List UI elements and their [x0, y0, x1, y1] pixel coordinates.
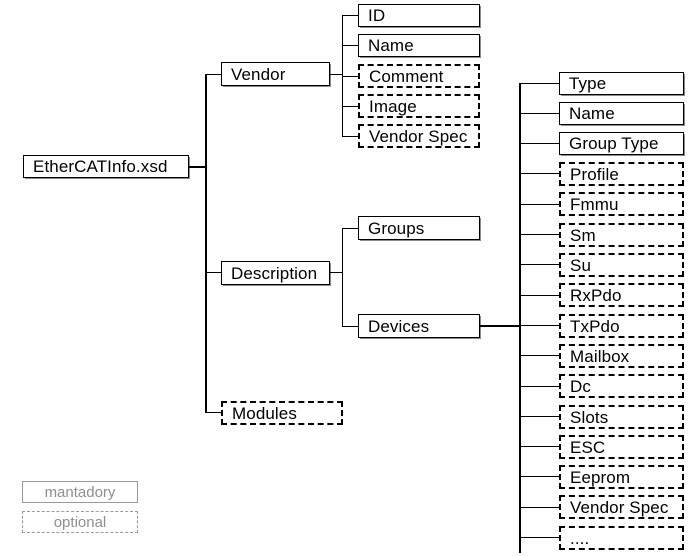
node-device-esc[interactable]: ESC	[559, 435, 684, 459]
legend-mandatory: mantadory	[22, 481, 138, 503]
connector-devices-fmmu	[519, 204, 559, 205]
node-device-name[interactable]: Name	[559, 102, 684, 125]
connector-devices-mailbox	[519, 355, 559, 356]
connector-level1-trunk	[205, 74, 207, 413]
connector-vendor-comment	[342, 76, 358, 77]
node-device-su[interactable]: Su	[559, 253, 684, 277]
connector-trunk-modules	[205, 412, 221, 413]
node-device-slots[interactable]: Slots	[559, 405, 684, 429]
connector-devices-trunk	[519, 83, 521, 553]
node-vendor-image[interactable]: Image	[358, 94, 480, 118]
connector-devices-profile	[519, 173, 559, 174]
connector-vendor-vendorspec	[342, 136, 358, 137]
node-device-profile[interactable]: Profile	[559, 162, 684, 186]
node-vendor-id[interactable]: ID	[358, 4, 480, 27]
connector-description-devices	[342, 326, 358, 327]
legend-optional: optional	[22, 511, 138, 533]
connector-devices-txpdo	[519, 325, 559, 326]
node-device-more[interactable]: ....	[559, 526, 684, 550]
connector-devices-vendorspec	[519, 507, 559, 508]
connector-vendor-name	[342, 45, 358, 46]
connector-trunk-vendor	[205, 74, 221, 75]
connector-description-groups	[342, 228, 358, 229]
node-vendor-name[interactable]: Name	[358, 34, 480, 57]
connector-devices-slots	[519, 416, 559, 417]
connector-devices-grouptype	[519, 143, 559, 144]
node-device-mailbox[interactable]: Mailbox	[559, 344, 684, 368]
connector-description-stub	[330, 272, 342, 273]
node-root[interactable]: EtherCATInfo.xsd	[23, 155, 189, 178]
connector-devices-more	[519, 537, 559, 538]
node-vendor-comment[interactable]: Comment	[358, 64, 480, 88]
connector-devices-sm	[519, 234, 559, 235]
connector-devices-name	[519, 113, 559, 114]
connector-devices-su	[519, 264, 559, 265]
node-vendor[interactable]: Vendor	[221, 62, 330, 86]
node-device-txpdo[interactable]: TxPdo	[559, 314, 684, 338]
node-device-rxpdo[interactable]: RxPdo	[559, 283, 684, 307]
node-device-eeprom[interactable]: Eeprom	[559, 465, 684, 489]
connector-devices-esc	[519, 446, 559, 447]
connector-root-stub	[189, 166, 206, 168]
node-device-vendorspec[interactable]: Vendor Spec	[559, 495, 684, 519]
connector-devices-eeprom	[519, 476, 559, 477]
node-device-grouptype[interactable]: Group Type	[559, 132, 684, 155]
node-device-sm[interactable]: Sm	[559, 223, 684, 247]
node-groups[interactable]: Groups	[358, 216, 480, 240]
connector-vendor-image	[342, 106, 358, 107]
node-devices[interactable]: Devices	[358, 314, 480, 338]
connector-description-trunk	[342, 228, 343, 327]
node-device-type[interactable]: Type	[559, 72, 684, 95]
connector-devices-dc	[519, 386, 559, 387]
node-vendor-vendorspec[interactable]: Vendor Spec	[358, 124, 480, 148]
connector-trunk-description	[205, 272, 221, 273]
connector-vendor-id	[342, 15, 358, 16]
node-device-dc[interactable]: Dc	[559, 374, 684, 398]
node-description[interactable]: Description	[221, 261, 330, 285]
node-device-fmmu[interactable]: Fmmu	[559, 192, 684, 216]
connector-vendor-stub	[330, 74, 342, 75]
connector-devices-type	[519, 83, 559, 84]
connector-devices-rxpdo	[519, 295, 559, 296]
connector-devices-stub	[480, 325, 521, 327]
node-modules[interactable]: Modules	[221, 401, 343, 425]
